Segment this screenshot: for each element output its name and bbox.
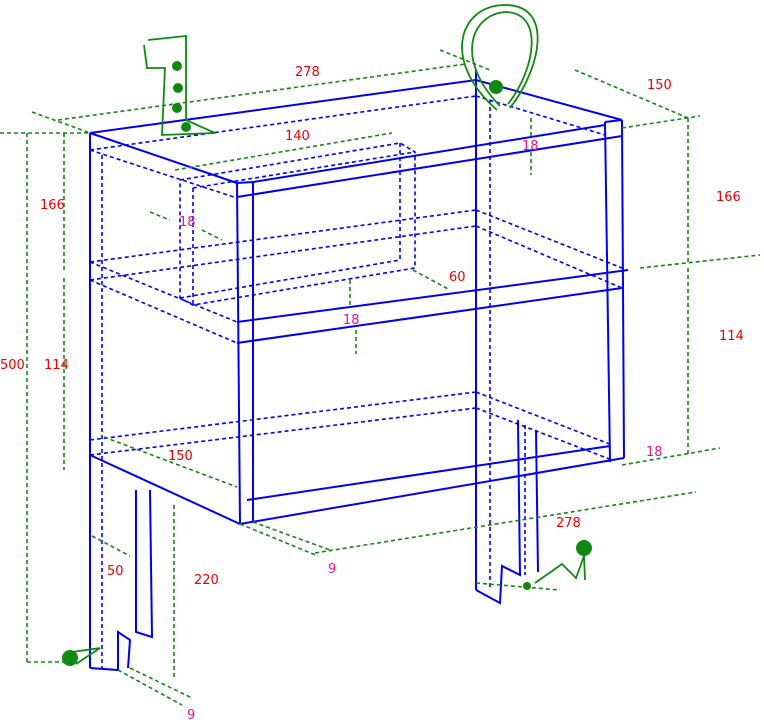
label-leg-inset: 50: [107, 564, 124, 579]
label-right-upper-height: 166: [716, 190, 741, 205]
foot-pin-icon: [523, 540, 592, 590]
label-top-width: 278: [295, 65, 320, 80]
label-total-height: 500: [0, 358, 25, 373]
foot-pin-left-icon: [62, 647, 101, 666]
label-left-middle-height: 114: [44, 358, 69, 373]
label-leg-height: 220: [194, 573, 219, 588]
label-divider-thickness: 18: [179, 215, 196, 230]
label-left-upper-height: 166: [40, 198, 65, 213]
label-drawer-depth: 60: [449, 270, 466, 285]
label-right-middle-height: 114: [719, 329, 744, 344]
label-front-thickness: 9: [328, 562, 336, 577]
handle-loop-icon: [461, 4, 539, 111]
label-top-thickness: 18: [522, 139, 539, 154]
hidden-lines: [89, 95, 623, 668]
hinge-icon: [143, 35, 216, 136]
cabinet-outline: [89, 70, 629, 672]
label-shelf-thickness: 18: [343, 313, 360, 328]
label-drawer-width: 140: [285, 129, 310, 144]
dimension-lines: [0, 49, 761, 706]
label-leg-thickness: 9: [187, 708, 195, 720]
label-bottom-thickness: 18: [646, 445, 663, 460]
label-bottom-width: 278: [556, 516, 581, 531]
label-top-depth: 150: [647, 78, 672, 93]
label-bottom-depth: 150: [168, 449, 193, 464]
